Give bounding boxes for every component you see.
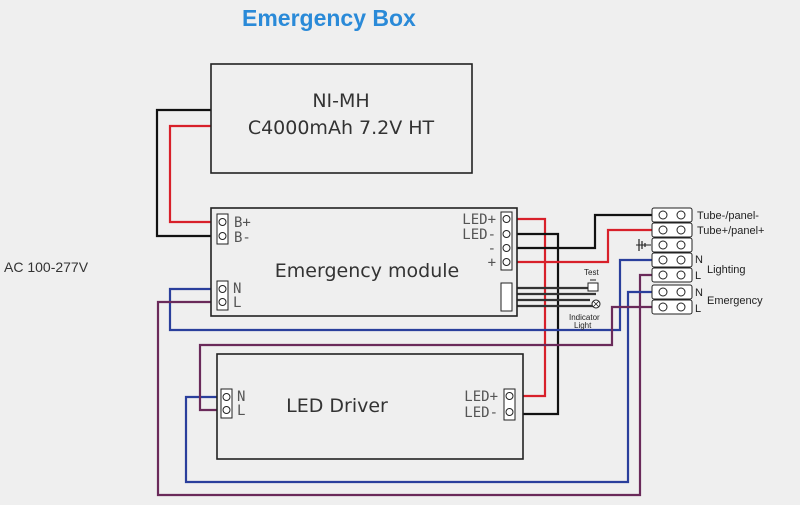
screw-terminal-icon: [502, 230, 511, 238]
indicator-light-icon: [591, 299, 601, 309]
module-plus-label: +: [488, 255, 496, 271]
terminal-emergency-n: [651, 284, 693, 300]
emergency-module: Emergency module B+ B- N L LED+ LED- - +: [210, 207, 518, 317]
wire-battery-black: [155, 108, 222, 238]
terminal-tube-plus: [651, 222, 693, 238]
ac-terminal-block: [216, 280, 229, 311]
wires: [155, 108, 655, 497]
wire-driver-n-blue: [184, 290, 655, 484]
module-l-label: L: [233, 295, 241, 311]
screw-terminal-icon: [502, 215, 511, 223]
screw-terminal-icon: [218, 298, 227, 306]
battery-terminal-block: [216, 213, 229, 245]
tube-plus-label: Tube+/panel+: [697, 225, 764, 237]
emergency-module-label: Emergency module: [275, 260, 459, 282]
b-minus-label: B-: [234, 230, 251, 246]
wire-module-n-blue: [168, 258, 655, 332]
wire-tube-plus: [512, 228, 655, 264]
screw-terminal-icon: [218, 232, 227, 240]
screw-terminal-icon: [505, 408, 514, 416]
screw-terminal-icon: [218, 218, 227, 226]
battery-spec: C4000mAh 7.2V HT: [248, 117, 435, 139]
light-label: Light: [574, 321, 592, 330]
emergency-label: Emergency: [707, 295, 763, 307]
screw-terminal-icon: [505, 392, 514, 400]
module-minus-label: -: [488, 241, 496, 257]
diagram-title: Emergency Box: [242, 5, 416, 31]
driver-ac-terminal-block: [220, 388, 233, 419]
terminal-ground: [651, 237, 693, 253]
driver-n-label: N: [237, 389, 245, 405]
driver-output-terminal-block: [503, 388, 516, 421]
module-led-minus-label: LED-: [462, 227, 496, 243]
screw-terminal-icon: [218, 285, 227, 293]
terminal-lighting-l: [651, 267, 693, 283]
test-indicator-group: Test Indicator Light: [569, 268, 601, 330]
driver-led-plus-label: LED+: [464, 389, 498, 405]
b-plus-label: B+: [234, 215, 251, 231]
test-label: Test: [584, 268, 599, 277]
lighting-n-label: N: [695, 254, 703, 266]
wire-module-l-purple: [156, 273, 655, 497]
output-terminal-block: [500, 211, 513, 271]
test-connector: [500, 282, 513, 312]
driver-l-label: L: [237, 403, 245, 419]
ac-voltage-label: AC 100-277V: [4, 259, 89, 275]
terminal-emergency-l: [651, 299, 693, 315]
screw-terminal-icon: [222, 393, 231, 401]
wire-led-minus-black: [512, 232, 560, 416]
indicator-label: Indicator: [569, 313, 600, 322]
driver-led-minus-label: LED-: [464, 405, 498, 421]
test-switch-icon: [587, 279, 599, 292]
wire-battery-red: [168, 124, 222, 224]
wire-led-plus-red: [512, 217, 547, 398]
screw-terminal-icon: [502, 244, 511, 252]
lighting-label: Lighting: [707, 264, 746, 276]
tube-minus-label: Tube-/panel-: [697, 210, 759, 222]
screw-terminal-icon: [222, 406, 231, 414]
wire-tube-minus: [512, 213, 655, 250]
terminal-lighting-n: [651, 252, 693, 268]
led-driver: LED Driver N L LED+ LED-: [216, 353, 524, 460]
battery-type: NI-MH: [312, 90, 369, 112]
battery-box: NI-MH C4000mAh 7.2V HT: [210, 63, 473, 174]
emergency-n-label: N: [695, 287, 703, 299]
ground-icon: [636, 239, 651, 251]
module-n-label: N: [233, 281, 241, 297]
lighting-l-label: L: [695, 270, 701, 282]
led-driver-label: LED Driver: [286, 395, 388, 417]
terminal-tube-minus: [651, 207, 693, 223]
module-led-plus-label: LED+: [462, 212, 496, 228]
emergency-l-label: L: [695, 303, 701, 315]
terminal-strip: Tube-/panel- Tube+/panel+ N L Lighting N…: [636, 207, 764, 315]
wire-driver-l-purple: [198, 305, 655, 412]
screw-terminal-icon: [502, 258, 511, 266]
